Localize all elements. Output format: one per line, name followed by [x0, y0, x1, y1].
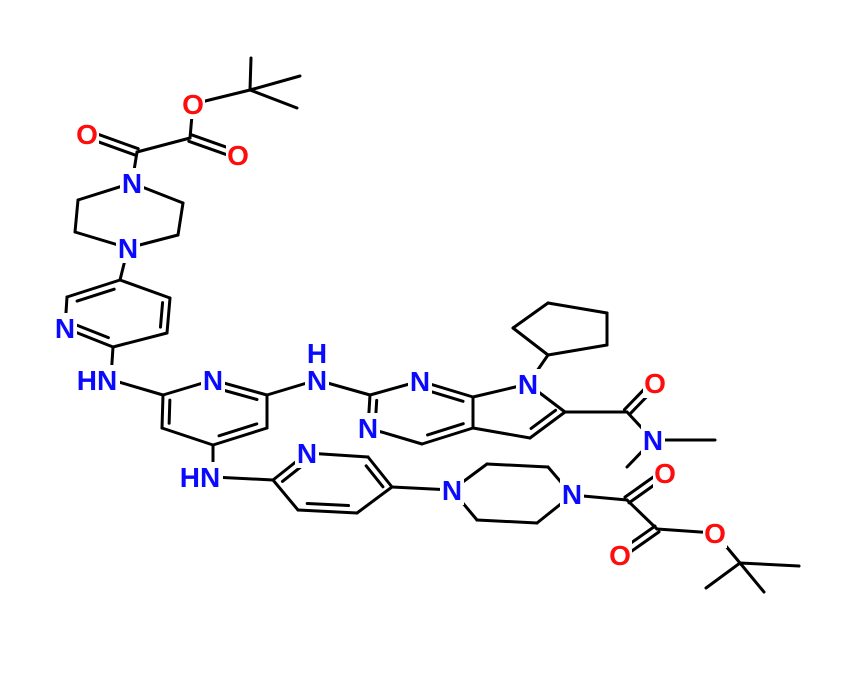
label-background [356, 413, 380, 443]
label-background [305, 365, 329, 395]
oxygen-atom-label: O [704, 518, 726, 549]
label-background [295, 438, 319, 468]
label-background [653, 458, 677, 488]
double-bond-inner [158, 301, 165, 329]
single-bond [160, 426, 215, 447]
single-bond [248, 56, 253, 92]
double-bond-outer [528, 410, 567, 440]
single-bond [111, 331, 169, 349]
single-bond [176, 201, 185, 237]
single-bond [511, 301, 550, 330]
double-bond-outer [65, 278, 122, 299]
oxygen-atom-label: O [609, 540, 631, 571]
oxygen-atom-label: O [182, 89, 204, 120]
bonds [63, 56, 801, 594]
label-background [608, 540, 632, 570]
label-background [305, 338, 329, 368]
single-bond [738, 561, 766, 594]
label-background [75, 119, 99, 149]
nitrogen-atom-label: HN [180, 462, 220, 493]
label-background [703, 518, 727, 548]
single-bond [248, 88, 299, 110]
single-bond [485, 462, 550, 469]
double-bond-outer [366, 455, 394, 489]
single-bond [355, 485, 394, 515]
double-bond-outer [420, 426, 475, 446]
nitrogen-atom-label: N [203, 365, 223, 396]
single-bond [110, 378, 165, 397]
double-bond-outer [160, 393, 165, 430]
single-bond [73, 198, 80, 234]
nitrogen-atom-label: N [442, 475, 462, 506]
nitrogen-atom-label: N [307, 365, 327, 396]
nitrogen-atom-label: N [358, 413, 378, 444]
label-background [201, 365, 225, 395]
nitrogen-atom-label: N [562, 479, 582, 510]
label-background [181, 89, 205, 119]
single-bond [475, 518, 539, 525]
label-background [120, 168, 144, 198]
nitrogen-atom-label: H [307, 338, 327, 369]
double-bond-inner [217, 387, 259, 401]
double-bond-inner [364, 464, 385, 489]
single-bond [471, 426, 532, 440]
double-bond-inner [529, 408, 558, 430]
single-bond [271, 478, 300, 512]
single-bond [118, 278, 172, 300]
oxygen-atom-label: O [654, 458, 676, 489]
nitrogen-atom-label: N [297, 438, 317, 469]
nitrogen-atom-label: N [55, 313, 75, 344]
nitrogen-atom-label: N [118, 233, 138, 264]
single-bond [248, 74, 302, 92]
double-bond-outer [211, 426, 269, 447]
label-background [516, 369, 540, 399]
double-bond-outer [296, 508, 359, 515]
label-background [226, 140, 250, 170]
oxygen-atom-label: O [76, 119, 98, 150]
single-bond [625, 498, 659, 531]
label-background [643, 368, 667, 398]
single-bond [704, 561, 742, 590]
double-bond-inner [167, 398, 172, 425]
nitrogen-atom-label: HN [77, 365, 117, 396]
nitrogen-atom-label: N [410, 366, 430, 397]
nitrogen-atom-label: N [122, 168, 142, 199]
double-bond-inner [75, 287, 116, 303]
single-bond [511, 326, 550, 357]
label-background [53, 313, 77, 343]
single-bond [135, 136, 192, 154]
single-bond [546, 343, 609, 357]
label-background [440, 475, 464, 505]
double-bond-inner [73, 322, 110, 340]
label-background [408, 366, 432, 396]
double-bond-inner [305, 501, 351, 508]
single-bond [738, 561, 801, 568]
double-bond-outer [165, 296, 172, 335]
label-background [641, 425, 665, 455]
label-background [177, 462, 223, 492]
label-background [74, 365, 120, 395]
nitrogen-atom-label: N [643, 425, 663, 456]
oxygen-atom-label: O [227, 140, 249, 171]
double-bond-inner [426, 422, 465, 437]
single-bond [546, 301, 609, 315]
label-background [560, 479, 584, 509]
nitrogen-atom-label: N [518, 369, 538, 400]
label-background [116, 233, 140, 263]
double-bond-inner [217, 422, 259, 438]
double-bond-inner [424, 388, 465, 403]
oxygen-atom-label: O [644, 368, 666, 399]
